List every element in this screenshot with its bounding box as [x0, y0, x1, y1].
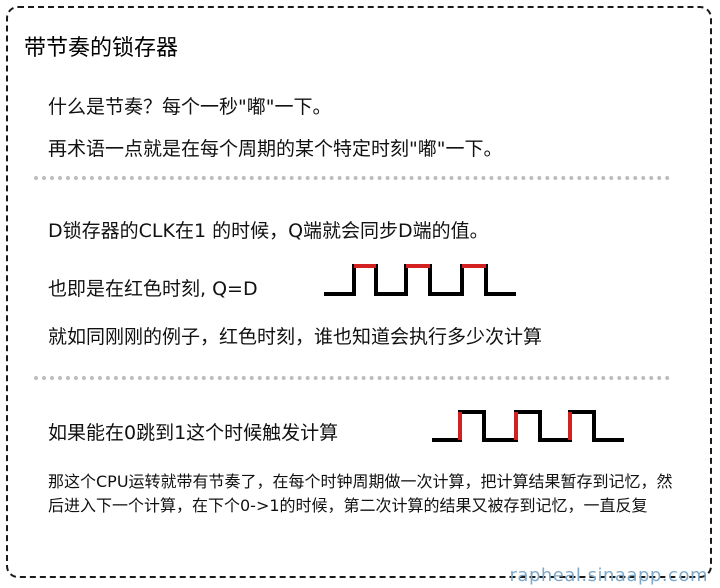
page-title: 带节奏的锁存器 [24, 36, 179, 61]
edge-clock-waveform [432, 410, 624, 442]
example-text: 就如同刚刚的例子，红色时刻，谁也知道会执行多少次计算 [48, 326, 543, 348]
intro-question: 什么是节奏？每个一秒"嘟"一下。 [48, 96, 332, 118]
latch-description: D锁存器的CLK在1 的时候，Q端就会同步D端的值。 [48, 220, 489, 242]
separator-1 [34, 176, 670, 180]
red-moment-text: 也即是在红色时刻, Q=D [48, 278, 258, 300]
edge-trigger-text: 如果能在0跳到1这个时候触发计算 [48, 422, 339, 444]
clock-signal-line [432, 410, 624, 442]
clock-signal-line [324, 264, 516, 296]
level-clock-waveform [324, 264, 516, 296]
content-card [6, 6, 712, 578]
separator-2 [34, 376, 670, 380]
intro-definition: 再术语一点就是在每个周期的某个特定时刻"嘟"一下。 [48, 138, 503, 160]
site-watermark: rapheal.sinaapp.com [509, 565, 708, 586]
conclusion-paragraph: 那这个CPU运转就带有节奏了，在每个时钟周期做一次计算，把计算结果暂存到记忆，然… [48, 472, 673, 515]
